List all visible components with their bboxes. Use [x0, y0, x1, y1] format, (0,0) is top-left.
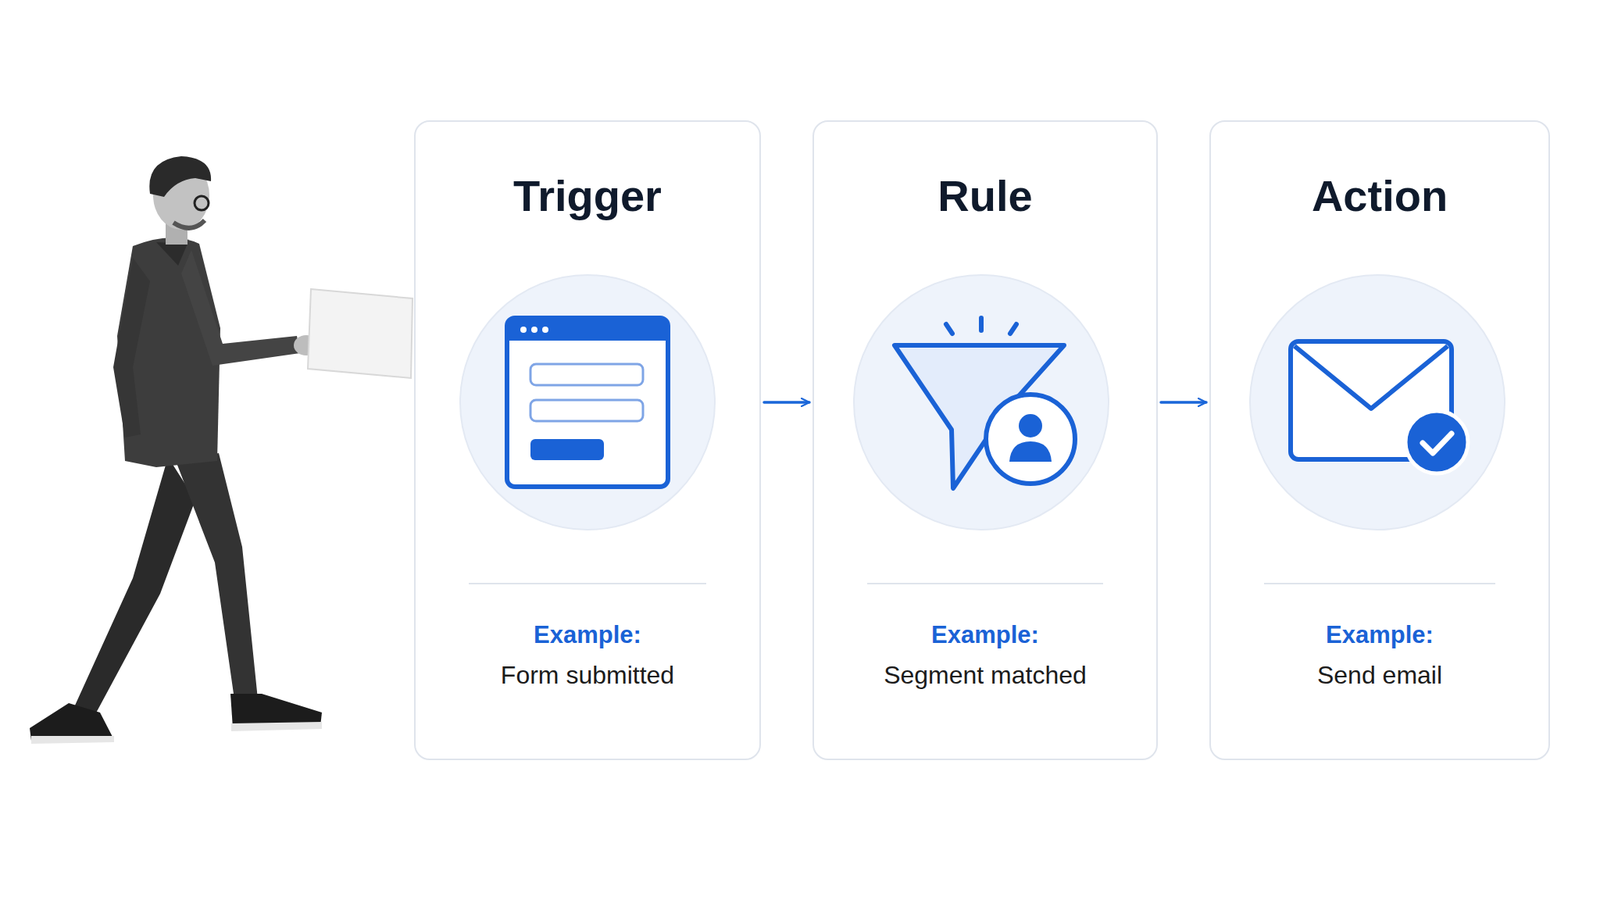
example-text: Form submitted: [415, 659, 760, 691]
divider-line: [1264, 582, 1496, 585]
divider-line: [468, 582, 707, 585]
flow-arrow: [764, 400, 810, 404]
example-label: Example:: [1210, 620, 1549, 650]
example-text: Send email: [1210, 659, 1549, 691]
step-heading: Action: [1210, 170, 1549, 222]
funnel-icon: [853, 275, 1109, 530]
step-card: TriggerExample: Form submitted: [414, 120, 761, 761]
email-icon: [1250, 275, 1505, 530]
example-label: Example:: [415, 620, 760, 650]
flow-arrow: [1160, 400, 1207, 404]
step-heading: Rule: [814, 170, 1157, 222]
example-label: Example:: [814, 620, 1157, 650]
step-card: RuleExample: Segment matched: [812, 120, 1158, 761]
divider-line: [867, 582, 1104, 585]
step-card: ActionExample: Send email: [1209, 120, 1550, 761]
example-text: Segment matched: [814, 659, 1157, 691]
form-icon: [460, 275, 715, 530]
step-heading: Trigger: [415, 170, 760, 222]
